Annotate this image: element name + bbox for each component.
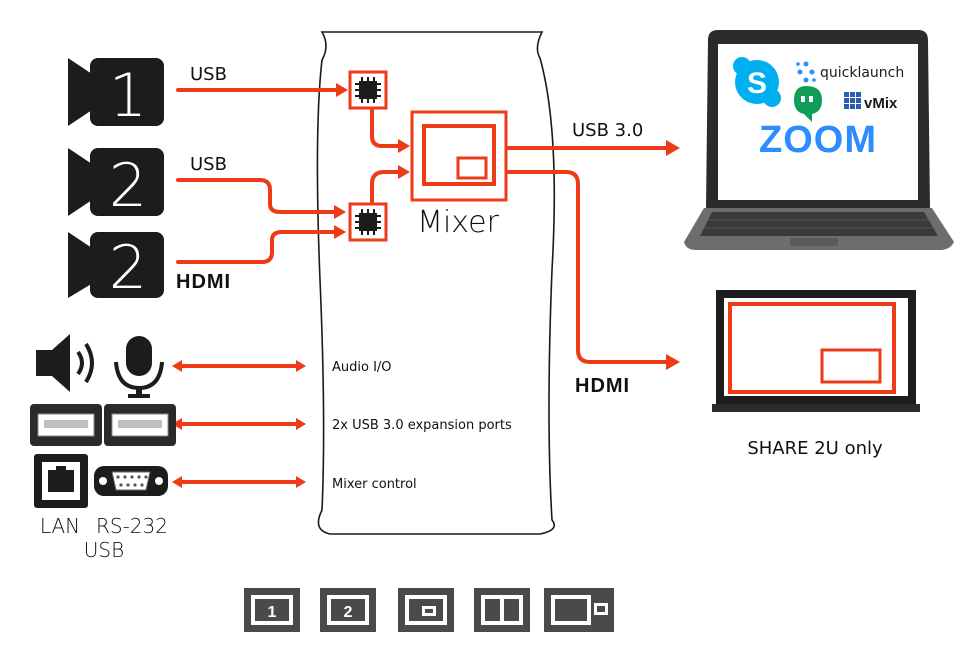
layout-preset-2[interactable]: 2 [320,588,376,632]
layout-preset-number: 2 [344,604,353,621]
arrowhead-icon [666,140,680,156]
chip1-to-mixer [370,108,404,148]
hangouts-icon [794,86,822,122]
layout-preset-1[interactable]: 1 [244,588,300,632]
lan-port-icon [34,454,88,508]
usb-input-label-2: USB [190,154,227,175]
arrowhead-icon [334,225,346,239]
hdmi-line-cam3 [176,230,340,264]
signal-lines [176,88,672,484]
usb-line-cam2 [176,178,340,214]
usb-expansion-label: 2x USB 3.0 expansion ports [332,418,512,433]
monitor-stand [712,404,920,412]
skype-icon: S [733,57,781,107]
camera-number: 2 [109,151,147,221]
chip-icon-usb-hdmi [348,202,388,242]
mixer-block: Mixer [410,110,508,240]
usb-control-label: USB [84,538,124,562]
chip-icon-usb [348,70,388,110]
svg-text:quicklaunch: quicklaunch [820,65,904,81]
arrowhead-icon [172,476,182,488]
camera-number: 2 [109,233,147,303]
arrowhead-icon [666,354,680,370]
arrowhead-icon [336,83,348,97]
svg-text:S: S [747,67,767,100]
hdmi-input-label: HDMI [176,271,231,293]
touchpad [790,238,838,246]
arrowhead-icon [296,360,306,372]
usb-input-label-1: USB [190,64,227,85]
camera-body-icon [90,232,164,298]
rs232-port-icon [94,466,168,496]
monitor-caption: SHARE 2U only [747,438,883,459]
arrowhead-icon [398,165,410,179]
mixer-label: Mixer [417,205,500,240]
arrowheads [172,83,680,488]
speaker-icon [36,334,94,392]
svg-text:vMix: vMix [864,95,898,112]
camera-1: 1 [68,58,164,131]
zoom-logo: ZOOM [759,119,877,161]
laptop: S quicklaunch vMix ZOOM [684,30,954,250]
arrowhead-icon [296,418,306,430]
camera-number: 1 [109,61,147,131]
quicklaunch-logo: quicklaunch [796,61,904,83]
monitor: SHARE 2U only [712,290,920,459]
arrowhead-icon [172,360,182,372]
arrowhead-icon [334,205,346,219]
layout-preset-pip[interactable] [398,588,454,632]
mixer-control-label: Mixer control [332,477,417,492]
arrowhead-icon [172,418,182,430]
arrowhead-icon [296,476,306,488]
pip-sub-window [820,348,882,384]
camera-body-icon [90,58,164,126]
microphone-icon [114,336,164,398]
layout-preset-side-by-side[interactable] [474,588,530,632]
usb30-output-label: USB 3.0 [572,120,643,141]
camera-2: 2 [68,148,164,221]
rs232-label: RS-232 [96,514,168,538]
keyboard-icon [700,212,938,236]
hdmi-output-label: HDMI [575,375,630,397]
arrowhead-icon [398,139,410,153]
usb-ports-icon [30,404,176,446]
chip2-to-mixer [370,170,404,207]
hdmi-output-line [500,170,672,364]
audio-io-label: Audio I/O [332,360,392,375]
layout-preset-picture-outside[interactable] [544,588,614,632]
vmix-logo: vMix [844,92,898,112]
lan-label: LAN [40,514,80,538]
camera-3: 2 [68,232,164,303]
camera-body-icon [90,148,164,216]
layout-preset-number: 1 [268,604,277,621]
